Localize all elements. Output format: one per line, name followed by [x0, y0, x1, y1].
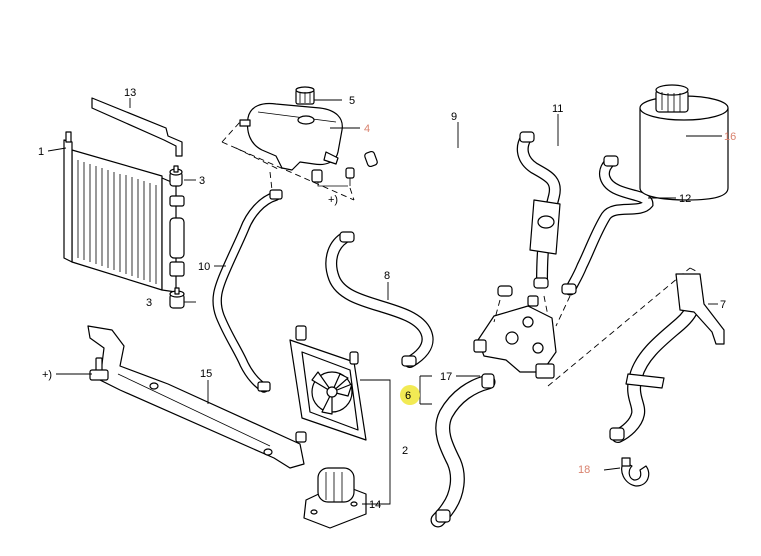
hose-7[interactable]	[609, 273, 725, 443]
callout-5[interactable]: 5	[349, 95, 355, 107]
callout-9[interactable]: 9	[451, 111, 457, 123]
callout-13[interactable]: 13	[124, 87, 136, 99]
rubber-mount-upper[interactable]	[169, 165, 183, 187]
selection-marker	[400, 385, 420, 405]
hose-clip[interactable]	[621, 457, 650, 487]
callout-15[interactable]: 15	[200, 368, 212, 380]
expansion-tank-cap[interactable]	[295, 86, 315, 105]
callout-11[interactable]: 11	[552, 103, 563, 115]
rubber-mount-lower[interactable]	[169, 287, 185, 309]
callout-plus-bolt[interactable]: +)	[42, 369, 52, 381]
callout-2[interactable]: 2	[402, 445, 408, 457]
hose-10[interactable]	[212, 189, 283, 393]
hose-8[interactable]	[325, 231, 434, 368]
mount-bracket[interactable]	[303, 467, 367, 529]
hose-12[interactable]	[561, 155, 654, 296]
callout-18[interactable]: 18	[578, 464, 590, 476]
callout-3-upper[interactable]: 3	[199, 175, 205, 187]
callout-4[interactable]: 4	[364, 123, 370, 135]
callout-1[interactable]: 1	[38, 146, 44, 158]
callout-7[interactable]: 7	[720, 299, 726, 311]
radiator[interactable]	[63, 131, 185, 293]
hose-11[interactable]	[516, 131, 561, 289]
callout-12[interactable]: 12	[679, 193, 691, 205]
callout-10[interactable]: 10	[198, 261, 210, 273]
callout-16[interactable]: 16	[724, 131, 736, 143]
callout-8[interactable]: 8	[384, 270, 390, 282]
lower-crossmember[interactable]	[87, 325, 305, 469]
reservoir[interactable]	[639, 84, 729, 201]
radiator-top-bracket[interactable]	[91, 97, 183, 157]
callout-17[interactable]: 17	[440, 371, 452, 383]
mounting-bolt[interactable]	[89, 357, 109, 381]
callout-14[interactable]: 14	[369, 499, 381, 511]
fan-shroud[interactable]	[289, 325, 367, 443]
callout-3-lower[interactable]: 3	[146, 297, 152, 309]
hose-9[interactable]	[364, 139, 513, 297]
callout-6[interactable]: 6	[405, 390, 411, 402]
hose-6[interactable]	[430, 373, 496, 528]
thermostat-housing[interactable]	[473, 295, 557, 379]
callout-plus-tank[interactable]: +)	[328, 194, 338, 206]
expansion-tank[interactable]	[239, 102, 355, 187]
